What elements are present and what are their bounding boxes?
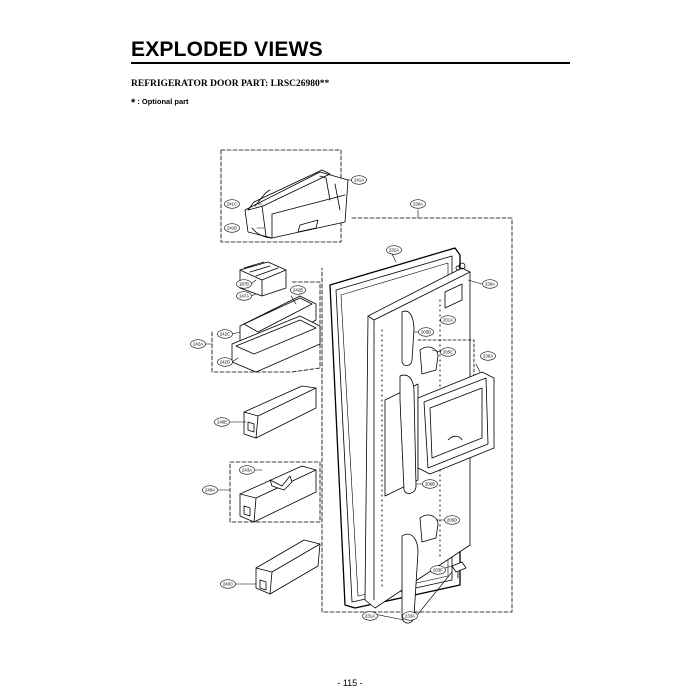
callout-230A: 230A: [410, 199, 426, 209]
callout-236A: 236A: [480, 351, 496, 361]
part-205C-cap: [419, 346, 439, 375]
part-205D-cap: [419, 514, 439, 543]
svg-text:242B: 242B: [293, 288, 303, 293]
callout-231A: 231A: [362, 611, 378, 621]
callout-241B: 241B: [224, 223, 240, 233]
svg-text:241B: 241B: [227, 226, 237, 231]
svg-text:232A: 232A: [389, 248, 399, 253]
svg-text:240C: 240C: [223, 582, 233, 587]
part-240C-bin: [255, 539, 321, 595]
svg-text:205B: 205B: [421, 330, 431, 335]
page-subtitle: REFRIGERATOR DOOR PART: LRSC26980**: [131, 79, 330, 89]
part-236A-frame: [417, 371, 495, 475]
part-240E-bin: [243, 385, 317, 439]
svg-text:240E: 240E: [217, 420, 227, 425]
optional-part-note: *: Optional part: [131, 97, 189, 109]
part-203F-cap: [451, 561, 467, 573]
callout-147A: 147A: [236, 291, 252, 301]
svg-text:241A: 241A: [354, 178, 364, 183]
optional-note-text: : Optional part: [137, 97, 189, 106]
svg-text:203F: 203F: [433, 568, 443, 573]
title-rule: [131, 62, 570, 64]
callout-labels: 241A 241C 241B 230A 232A 239A 187B 147A: [190, 175, 498, 621]
svg-text:147A: 147A: [239, 294, 249, 299]
callout-241A: 241A: [351, 175, 367, 185]
svg-text:240A: 240A: [205, 488, 215, 493]
part-240A-bin: [239, 465, 317, 523]
svg-text:205C: 205C: [443, 350, 453, 355]
svg-text:201A: 201A: [443, 318, 453, 323]
callout-243A: 243A: [239, 465, 255, 475]
svg-text:241C: 241C: [227, 202, 237, 207]
callout-201A: 201A: [440, 315, 456, 325]
callout-241C: 241C: [224, 199, 240, 209]
part-201A-handle: [399, 310, 419, 624]
callout-203F: 203F: [430, 565, 446, 575]
group-box-230A: [321, 217, 513, 613]
callout-233A: 233A: [402, 611, 418, 621]
callout-242A: 242A: [190, 339, 206, 349]
callout-205C: 205C: [440, 347, 456, 357]
svg-text:242D: 242D: [220, 360, 230, 365]
svg-text:236A: 236A: [483, 354, 493, 359]
svg-text:230A: 230A: [413, 202, 423, 207]
part-242-bin: [231, 295, 321, 373]
part-232A-gasket: [329, 247, 461, 609]
svg-text:242A: 242A: [193, 342, 203, 347]
callout-239A: 239A: [482, 279, 498, 289]
callout-242D: 242D: [217, 357, 233, 367]
callout-187B: 187B: [236, 279, 252, 289]
svg-text:243A: 243A: [242, 468, 252, 473]
svg-text:242C: 242C: [220, 332, 230, 337]
svg-text:205D: 205D: [447, 518, 457, 523]
callout-205D: 205D: [444, 515, 460, 525]
page-title: EXPLODED VIEWS: [131, 38, 323, 61]
svg-text:239A: 239A: [485, 282, 495, 287]
callout-205B: 205B: [418, 327, 434, 337]
callout-240A: 240A: [202, 485, 218, 495]
part-187B-tray: [239, 261, 287, 297]
svg-text:187B: 187B: [239, 282, 249, 287]
part-241-bin: [244, 169, 349, 239]
svg-text:231A: 231A: [365, 614, 375, 619]
svg-text:233A: 233A: [405, 614, 415, 619]
callout-240C: 240C: [220, 579, 236, 589]
callout-242B: 242B: [290, 285, 306, 295]
page-number: - 115 -: [337, 678, 363, 688]
callout-242C: 242C: [217, 329, 233, 339]
svg-text:206B: 206B: [425, 482, 435, 487]
optional-star: *: [131, 97, 136, 109]
callout-206B: 206B: [422, 479, 438, 489]
callout-232A: 232A: [386, 245, 402, 255]
callout-240E: 240E: [214, 417, 230, 427]
